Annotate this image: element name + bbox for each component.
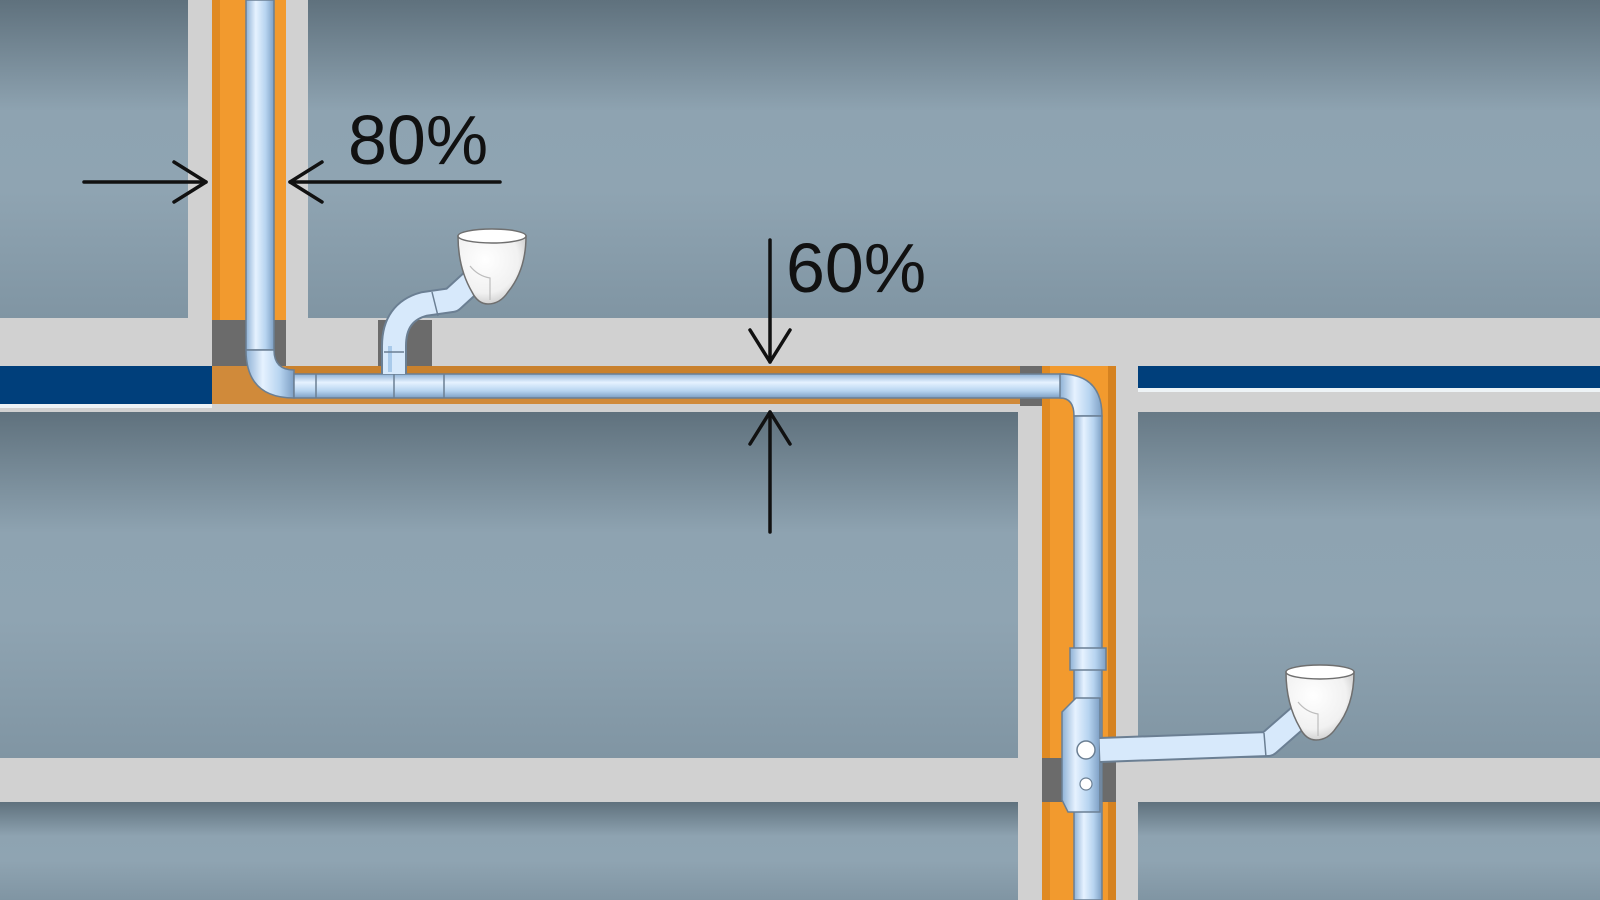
screed-left bbox=[0, 366, 212, 404]
arrow-down-head-icon bbox=[748, 328, 792, 364]
wall-dimension-label: 80% bbox=[348, 101, 488, 179]
floor-screed bbox=[0, 366, 1600, 408]
lower-branch-pipe bbox=[1099, 706, 1309, 763]
wall-dimension-indicator bbox=[82, 160, 502, 204]
pipe-upper-vertical bbox=[245, 0, 275, 351]
room-lower-right bbox=[1138, 802, 1600, 900]
drain-pipe bbox=[245, 0, 1107, 900]
room-upper-left bbox=[0, 0, 188, 318]
arrow-right-head-icon bbox=[172, 160, 208, 204]
screed-right bbox=[1138, 366, 1600, 388]
arrow-up-head-icon bbox=[748, 410, 792, 446]
ceiling-dimension-label: 60% bbox=[786, 229, 926, 307]
toilet-lower-icon bbox=[1285, 664, 1355, 741]
room-middle-right bbox=[1138, 392, 1600, 758]
arrow-left-head-icon bbox=[288, 160, 324, 204]
room-middle-left bbox=[0, 412, 1018, 758]
pipe-coupling bbox=[1069, 647, 1107, 671]
pipe-horizontal bbox=[293, 373, 1065, 399]
ceiling-dimension-indicator bbox=[748, 238, 792, 534]
room-lower-left bbox=[0, 802, 1018, 900]
room-upper-right bbox=[308, 0, 1600, 318]
lower-ceiling-slab bbox=[0, 758, 1600, 802]
upper-branch-pipe bbox=[381, 268, 485, 374]
toilet-upper-icon bbox=[457, 228, 527, 305]
